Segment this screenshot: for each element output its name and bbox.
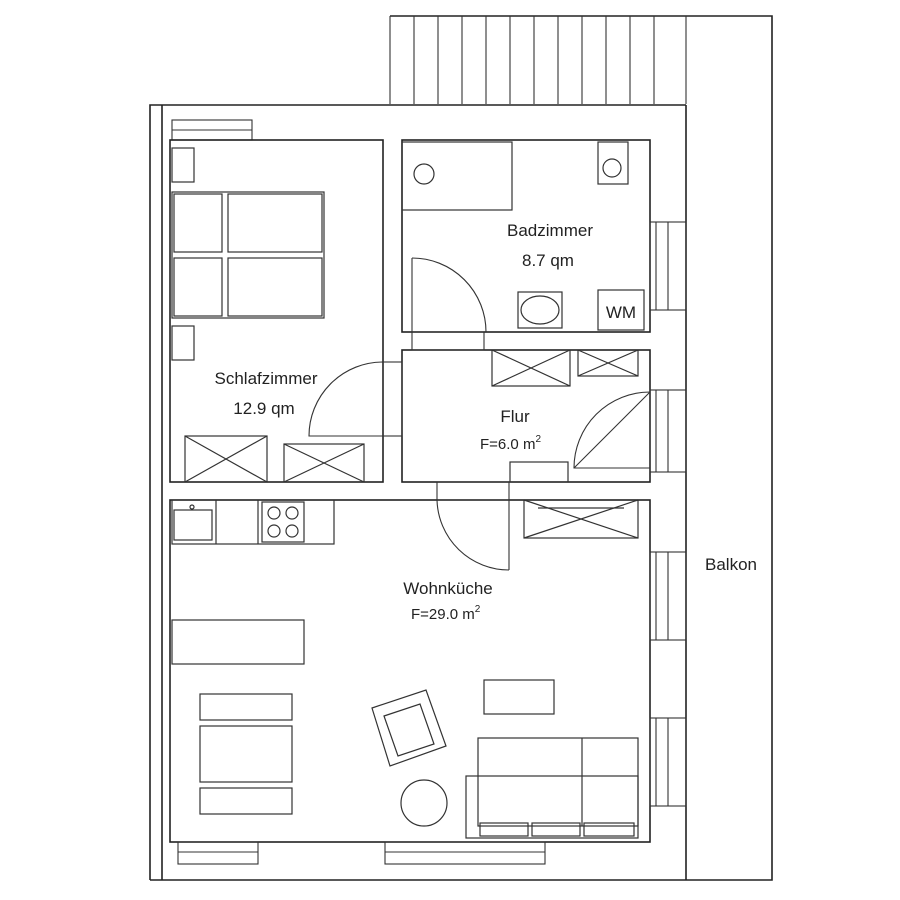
bedroom-window (171, 119, 253, 141)
round-table (400, 779, 448, 827)
hall-cabinet-1 (491, 349, 571, 387)
hall-area-exponent: 2 (535, 434, 541, 445)
bench-bottom (199, 787, 293, 815)
hall-shelf (509, 461, 569, 483)
washing-machine (597, 289, 645, 331)
living-kitchen-walls (169, 499, 651, 843)
bathroom-name: Badzimmer (507, 221, 593, 240)
hall-area: F=6.0 m2 (480, 434, 541, 453)
toilet (517, 291, 563, 329)
stove (261, 501, 305, 543)
bottom-window-right (384, 841, 546, 865)
sideboard (171, 619, 305, 665)
living-door (436, 481, 510, 571)
balcony-door-living-1 (649, 551, 687, 641)
bathroom-door (411, 257, 487, 351)
bathroom-sink (597, 141, 629, 185)
double-bed (171, 191, 325, 319)
balcony-door-living-2 (649, 717, 687, 807)
kitchen-counter (171, 499, 335, 545)
corner-sofa (465, 737, 639, 839)
bedroom-wardrobe-2 (283, 443, 365, 483)
bottom-window-left (177, 841, 259, 865)
hall-cabinet-2 (577, 349, 639, 377)
balcony-door-bath (649, 221, 687, 311)
bedroom-wardrobe-1 (184, 435, 268, 483)
dining-table (199, 725, 293, 783)
bench-top (199, 693, 293, 721)
bedroom-door (308, 361, 403, 437)
bathtub (401, 141, 513, 211)
bedroom-walls (169, 139, 384, 483)
bedroom-name: Schlafzimmer (215, 369, 318, 388)
living-wardrobe (523, 499, 639, 539)
balcony-railing (389, 16, 687, 104)
hall-area-value: F=6.0 m (480, 436, 535, 453)
coffee-table (483, 679, 555, 715)
living-area: F=29.0 m2 (411, 604, 481, 623)
bedroom-area: 12.9 qm (233, 399, 294, 418)
living-area-value: F=29.0 m (411, 606, 475, 623)
balcony-name: Balkon (705, 555, 757, 574)
washing-machine-label: WM (606, 303, 636, 322)
bedroom-nightstand-bottom (171, 325, 195, 361)
outer-walls (149, 104, 686, 881)
balcony-area (389, 15, 773, 881)
entrance-door (573, 391, 651, 469)
bedroom-nightstand-top (171, 147, 195, 183)
armchair (371, 689, 447, 767)
hall-name: Flur (500, 407, 530, 426)
living-name: Wohnküche (403, 579, 492, 598)
balcony-door-hall (649, 389, 687, 473)
bathroom-area: 8.7 qm (522, 251, 574, 270)
living-area-exponent: 2 (475, 604, 481, 615)
